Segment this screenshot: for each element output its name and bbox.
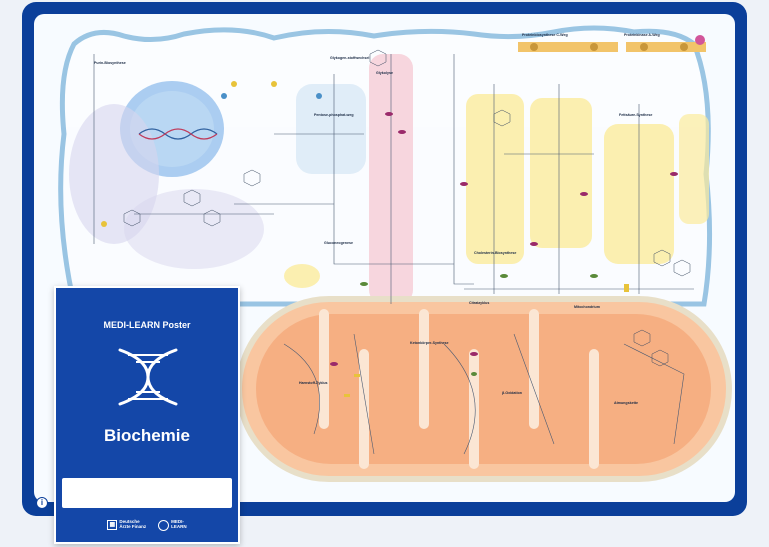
dna-strand xyxy=(138,128,218,140)
cover-title: Biochemie xyxy=(104,426,190,445)
logo-right-line2: LEARN xyxy=(171,524,187,529)
pathway-map: Proteinbiosynthese C-Weg Proteinkinase A… xyxy=(58,25,732,482)
svg-text:Purin-Biosynthese: Purin-Biosynthese xyxy=(94,61,126,65)
svg-text:Glykogen-stoffwechsel: Glykogen-stoffwechsel xyxy=(330,56,369,60)
poster-cover-card[interactable]: MEDI-LEARN Poster Biochemie ▦ Deutsche Ä… xyxy=(54,286,240,544)
svg-text:Proteinbiosynthese C-Weg: Proteinbiosynthese C-Weg xyxy=(522,33,568,37)
deutsche-aerzte-finanz-logo: ▦ Deutsche Ärzte Finanz xyxy=(107,519,147,530)
svg-text:Atmungskette: Atmungskette xyxy=(614,401,638,405)
yellow-region xyxy=(530,98,592,248)
logo-right-line1: MEDI- xyxy=(171,519,184,525)
yellow-region xyxy=(679,114,709,224)
dna-strand xyxy=(138,128,218,140)
svg-text:Citratzyklus: Citratzyklus xyxy=(469,301,489,305)
svg-text:Mitochondrium: Mitochondrium xyxy=(574,305,600,309)
logo-left-line1: Deutsche xyxy=(119,519,140,525)
info-icon[interactable]: i xyxy=(36,497,48,509)
svg-text:Ketonkörper-Synthese: Ketonkörper-Synthese xyxy=(410,341,449,345)
svg-text:Pentose-phosphat-weg: Pentose-phosphat-weg xyxy=(314,113,354,117)
yellow-region xyxy=(284,264,320,288)
svg-text:Cholesterin-Biosynthese: Cholesterin-Biosynthese xyxy=(474,251,516,255)
svg-text:Harnstoff-Zyklus: Harnstoff-Zyklus xyxy=(299,381,328,385)
svg-text:Gluconeogenese: Gluconeogenese xyxy=(324,241,353,245)
molecule-structures xyxy=(123,49,691,367)
pathway-poster[interactable]: Proteinbiosynthese C-Weg Proteinkinase A… xyxy=(34,14,735,502)
svg-text:Proteinkinase A-Weg: Proteinkinase A-Weg xyxy=(624,33,660,37)
membrane-proteins xyxy=(518,35,706,52)
medi-learn-logo-icon xyxy=(158,519,170,531)
svg-text:Fettsäure-Synthese: Fettsäure-Synthese xyxy=(619,113,652,117)
enzyme-markers xyxy=(101,81,678,397)
medi-learn-logo: MEDI- LEARN xyxy=(158,519,187,531)
logo-left-line2: Ärzte Finanz xyxy=(119,524,147,529)
svg-text:Glykolyse: Glykolyse xyxy=(376,71,393,75)
dna-helix-icon xyxy=(118,348,178,406)
cover-text-box xyxy=(62,478,232,508)
cover-series-label: MEDI-LEARN Poster xyxy=(103,320,191,330)
yellow-region xyxy=(466,94,524,264)
purple-region xyxy=(124,189,264,269)
cristae xyxy=(319,309,599,469)
svg-text:β-Oxidation: β-Oxidation xyxy=(502,391,522,395)
daf-logo-icon: ▦ xyxy=(107,520,118,530)
cover-logos: ▦ Deutsche Ärzte Finanz MEDI- LEARN xyxy=(56,516,238,534)
blue-region xyxy=(296,84,366,174)
